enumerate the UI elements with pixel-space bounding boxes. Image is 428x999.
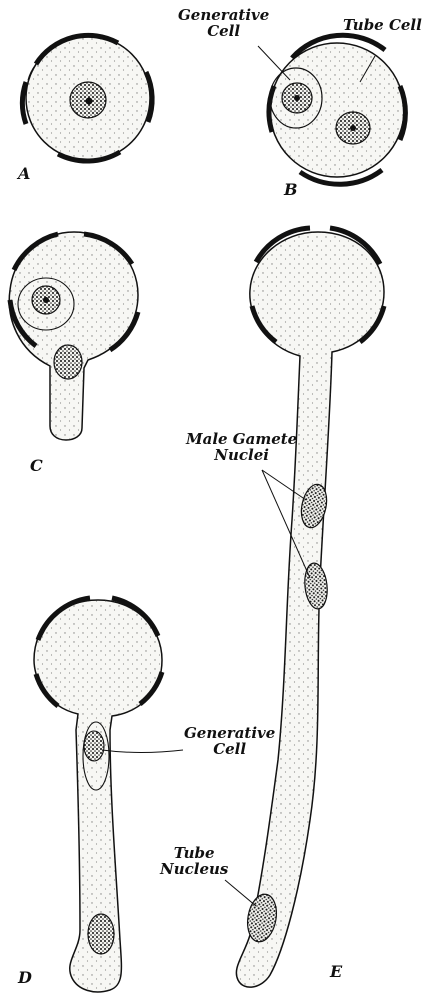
grain-c xyxy=(9,232,138,440)
label-generative-cell-d: Generative Cell xyxy=(184,726,275,758)
label-tube-nucleus: Tube Nucleus xyxy=(160,846,228,878)
stage-letter-e: E xyxy=(330,962,342,981)
label-tube-nucleus-line2: Nucleus xyxy=(160,862,228,878)
stage-letter-d: D xyxy=(18,968,32,987)
tube-nucleus-d xyxy=(88,914,114,954)
label-male-gamete-nuclei-line2: Nuclei xyxy=(186,448,297,464)
label-tube-cell: Tube Cell xyxy=(343,18,422,34)
stage-letter-c: C xyxy=(30,456,43,475)
grain-e xyxy=(225,228,384,987)
grain-b xyxy=(258,35,405,184)
grain-d xyxy=(34,598,183,992)
label-generative-cell-d-line2: Cell xyxy=(184,742,275,758)
label-generative-cell-b: Generative Cell xyxy=(178,8,269,40)
label-generative-cell-b-line2: Cell xyxy=(178,24,269,40)
stage-letter-b: B xyxy=(284,180,298,199)
label-male-gamete-nuclei: Male Gamete Nuclei xyxy=(186,432,297,464)
stage-letter-a: A xyxy=(18,164,30,183)
grain-a xyxy=(22,35,152,161)
